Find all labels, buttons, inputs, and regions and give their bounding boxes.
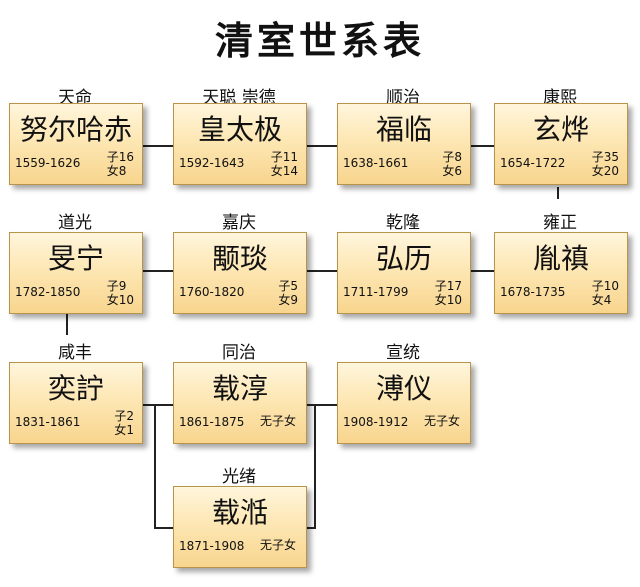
connector-to-zaitian-left	[154, 527, 174, 529]
emperor-years: 1831-1861	[15, 415, 81, 429]
emperor-years: 1678-1735	[500, 285, 566, 299]
emperor-name: 颙琰	[211, 242, 268, 275]
emperor-years: 1592-1643	[179, 156, 245, 170]
connector-yongyan-minning	[141, 270, 173, 272]
era-label: 光绪	[222, 467, 256, 487]
connector-fulin-xuanye	[469, 145, 494, 147]
connector-yizhu-zaichun	[141, 404, 173, 406]
connector-nurhaci-hongtaiji	[141, 145, 173, 147]
daughters-count: 女6	[442, 164, 462, 178]
connector-zaichun-puyi	[305, 404, 337, 406]
daughters-count: 女10	[434, 293, 462, 307]
era-label: 嘉庆	[222, 213, 256, 233]
no-children-label: 无子女	[423, 414, 460, 428]
sons-count: 子35	[591, 150, 619, 164]
emperor-name: 弘历	[375, 242, 432, 275]
emperor-years: 1782-1850	[15, 285, 81, 299]
era-label: 宣统	[386, 343, 420, 363]
emperor-years: 1908-1912	[343, 415, 409, 429]
daughters-count: 女14	[270, 164, 298, 178]
daughters-count: 女10	[106, 293, 134, 307]
daughters-count: 女20	[591, 164, 619, 178]
daughters-count: 女4	[591, 293, 612, 307]
emperor-years: 1760-1820	[179, 285, 245, 299]
sons-count: 子16	[106, 150, 134, 164]
sons-count: 子5	[278, 279, 298, 293]
no-children-label: 无子女	[259, 538, 296, 552]
emperor-years: 1638-1661	[343, 156, 409, 170]
emperor-years: 1559-1626	[15, 156, 81, 170]
era-label: 道光	[58, 213, 92, 233]
emperor-name: 奕詝	[47, 372, 104, 405]
daughters-count: 女1	[114, 423, 134, 437]
emperor-name: 载湉	[211, 496, 268, 529]
emperor-years: 1711-1799	[343, 285, 409, 299]
connector-xuanye-yinzhen	[557, 187, 559, 199]
era-label: 同治	[222, 343, 256, 363]
connector-minning-yizhu	[66, 312, 68, 335]
sons-count: 子2	[114, 409, 134, 423]
page-title: 清室世系表	[214, 18, 425, 63]
emperor-name: 胤禛	[532, 242, 589, 275]
emperor-years: 1861-1875	[179, 415, 245, 429]
connector-yinzhen-hongli	[469, 270, 494, 272]
connector-branch-left	[154, 404, 156, 529]
emperor-name: 旻宁	[47, 242, 104, 275]
emperor-card-puyi: 溥仪 1908-1912 无子女	[337, 362, 471, 444]
emperor-name: 玄烨	[532, 113, 589, 146]
connector-branch-right	[314, 404, 316, 529]
connector-hongtaiji-fulin	[305, 145, 337, 147]
emperor-name: 福临	[375, 113, 432, 146]
connector-hongli-yongyan	[305, 270, 337, 272]
sons-count: 子11	[270, 150, 298, 164]
emperor-name: 溥仪	[375, 372, 432, 405]
no-children-label: 无子女	[259, 414, 296, 428]
era-label: 乾隆	[386, 213, 420, 233]
era-label: 雍正	[543, 213, 577, 233]
emperor-years: 1871-1908	[179, 539, 245, 553]
daughters-count: 女9	[278, 293, 298, 307]
emperor-name: 皇太极	[197, 113, 282, 146]
emperor-name: 载淳	[211, 372, 268, 405]
emperor-card-zaichun: 载淳 1861-1875 无子女	[173, 362, 307, 444]
sons-count: 子17	[434, 279, 462, 293]
sons-count: 子8	[442, 150, 462, 164]
daughters-count: 女8	[106, 164, 127, 178]
emperor-name: 努尔哈赤	[19, 113, 132, 146]
era-label: 咸丰	[58, 343, 92, 363]
sons-count: 子10	[591, 279, 619, 293]
emperor-card-zaitian: 载湉 1871-1908 无子女	[173, 486, 307, 568]
connector-to-zaitian-right	[305, 527, 316, 529]
emperor-years: 1654-1722	[500, 156, 566, 170]
sons-count: 子9	[106, 279, 127, 293]
